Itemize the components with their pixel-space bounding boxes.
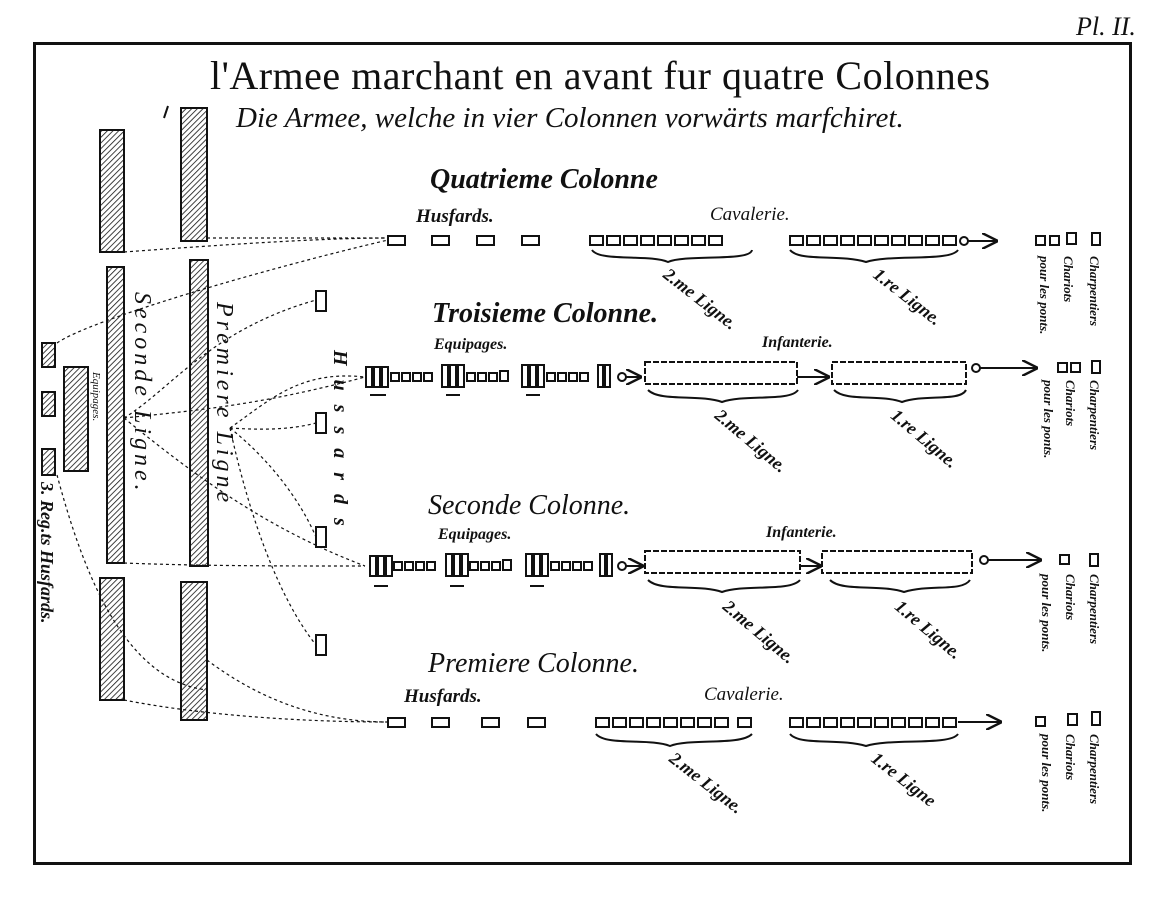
- route: [229, 422, 317, 430]
- camp-block: [106, 266, 125, 564]
- camp-block: [99, 129, 125, 253]
- camp-block: [41, 448, 56, 476]
- outpost-box: [315, 634, 327, 656]
- label-baggage-third: Equipages.: [434, 336, 508, 353]
- route: [123, 417, 366, 567]
- label-wagons-second: Chariots: [1063, 574, 1078, 621]
- hussar-outposts: [315, 290, 327, 656]
- camp-block: [99, 577, 125, 701]
- camp-blocks: [41, 107, 209, 721]
- label-bridges-third: pour les ponts.: [1041, 380, 1056, 459]
- route: [123, 699, 389, 723]
- camp-block: [180, 581, 208, 721]
- plate-frame: [33, 42, 1132, 865]
- route: [229, 375, 366, 429]
- label-bridges-second: pour les ponts.: [1039, 574, 1054, 653]
- label-bridges-fourth: pour les ponts.: [1037, 256, 1052, 335]
- label-camp-first-line: Premiere Ligne: [211, 302, 237, 507]
- heading-first-column: Premiere Colonne.: [428, 648, 639, 679]
- label-camp-baggage: Equipages.: [90, 372, 102, 422]
- march-routes: [56, 237, 389, 723]
- label-wagons-third: Chariots: [1063, 380, 1078, 427]
- label-camp-hussards: Hussards: [329, 350, 351, 540]
- route: [123, 237, 389, 253]
- row-second-column: [369, 550, 1099, 594]
- heading-second-column: Seconde Colonne.: [428, 490, 631, 521]
- label-baggage-second: Equipages.: [438, 526, 512, 543]
- camp-block: [41, 342, 56, 368]
- label-hussars-fourth: Husfards.: [416, 206, 494, 227]
- plate-number: Pl. II.: [1076, 12, 1136, 41]
- outpost-box: [315, 526, 327, 548]
- route: [229, 427, 317, 646]
- label-infantry-second: Infanterie.: [766, 524, 837, 541]
- label-wagons-first: Chariots: [1063, 734, 1078, 781]
- outpost-box: [315, 412, 327, 434]
- route: [123, 562, 366, 567]
- route: [206, 659, 389, 723]
- label-carpenters-first: Charpentiers: [1087, 734, 1102, 805]
- heading-third-column: Troisieme Colonne.: [432, 298, 659, 329]
- label-hussars-first: Husfards.: [404, 686, 482, 707]
- label-wagons-fourth: Chariots: [1061, 256, 1076, 303]
- diagram-subtitle: Die Armee, welche in vier Colonnen vorwä…: [236, 102, 904, 134]
- camp-block: [189, 259, 209, 567]
- diagram-title: l'Armee marchant en avant fur quatre Col…: [210, 53, 991, 98]
- route: [56, 239, 389, 344]
- label-camp-second-line: Seconde Ligne.: [129, 292, 155, 495]
- label-cavalry-fourth: Cavalerie.: [710, 204, 790, 225]
- label-bridges-first: pour les ponts.: [1039, 734, 1054, 813]
- heading-fourth-column: Quatrieme Colonne: [430, 164, 658, 195]
- label-cavalry-first: Cavalerie.: [704, 684, 784, 705]
- camp-block: [180, 107, 208, 242]
- route: [123, 299, 317, 419]
- route: [123, 376, 366, 419]
- row-first-column: [387, 711, 1101, 748]
- label-carpenters-third: Charpentiers: [1087, 380, 1102, 451]
- route: [229, 427, 317, 538]
- label-infantry-third: Infanterie.: [762, 334, 833, 351]
- row-third-column: [365, 360, 1101, 404]
- route: [56, 474, 208, 691]
- outpost-box: [315, 290, 327, 312]
- label-carpenters-second: Charpentiers: [1087, 574, 1102, 645]
- camp-block: [63, 366, 89, 472]
- row-fourth-column: [387, 232, 1101, 264]
- label-carpenters-fourth: Charpentiers: [1087, 256, 1102, 327]
- label-hussar-regiment: 3. Reg.ts Husfards.: [37, 482, 57, 624]
- camp-block: [41, 391, 56, 417]
